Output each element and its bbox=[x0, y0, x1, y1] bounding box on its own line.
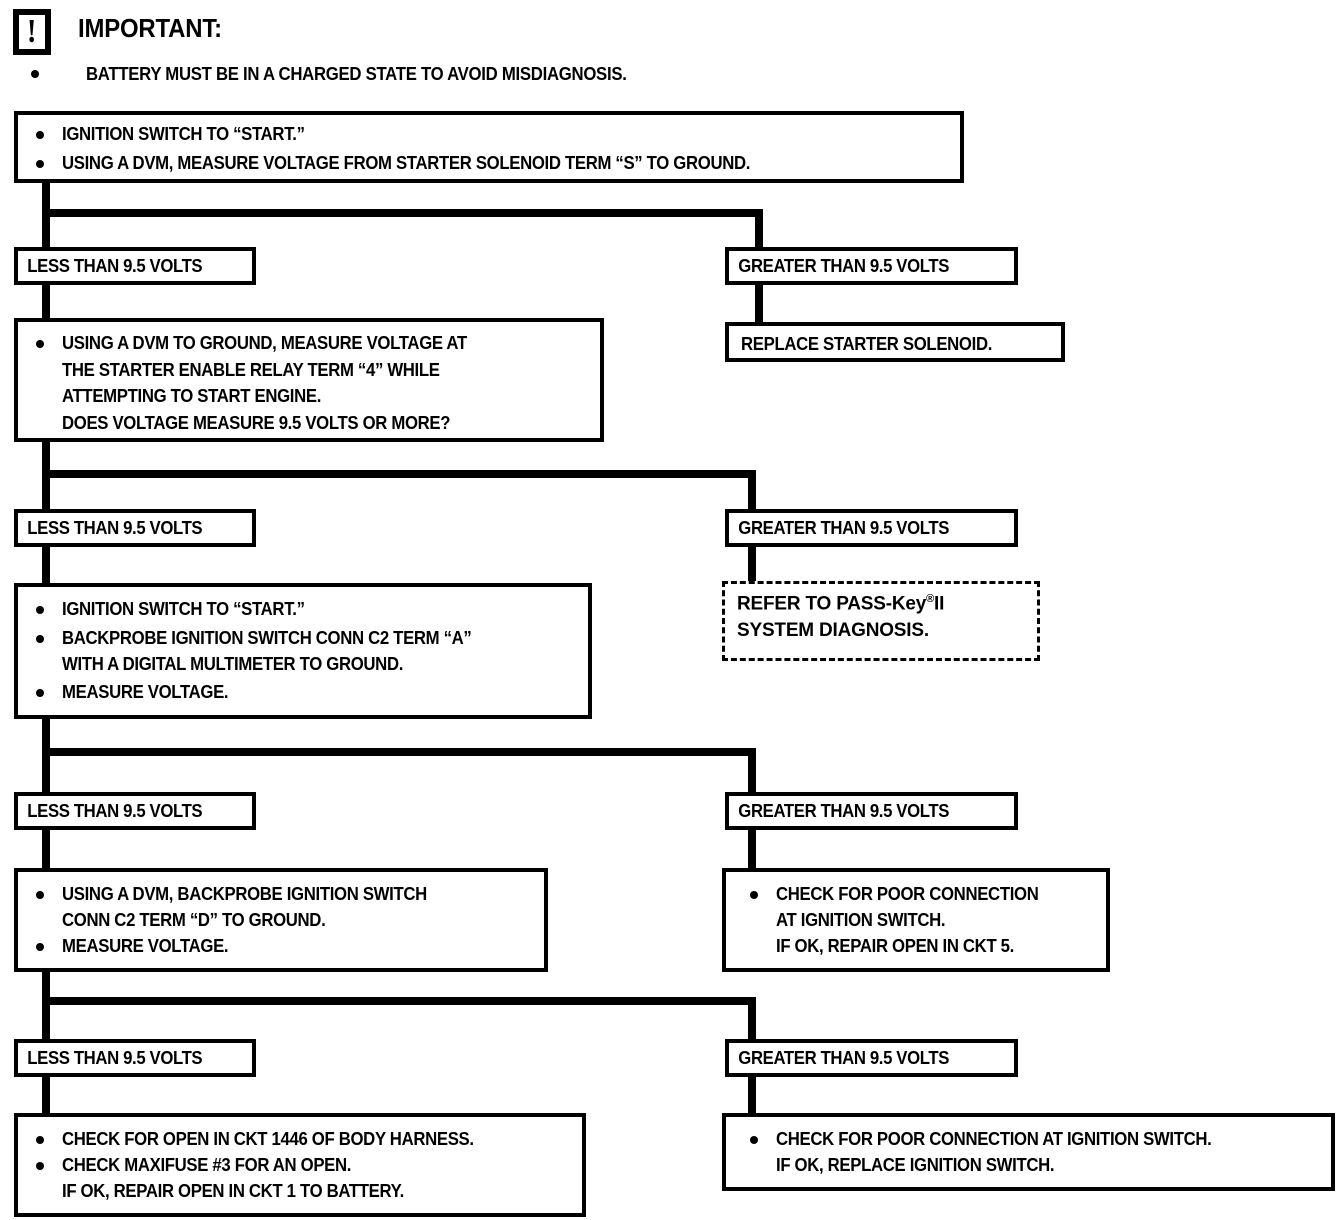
step4-line3: MEASURE VOLTAGE. bbox=[62, 936, 229, 956]
connector-vertical bbox=[42, 719, 50, 795]
decision4-less-than-box: LESS THAN 9.5 VOLTS bbox=[14, 1039, 256, 1077]
step3-line2: BACKPROBE IGNITION SWITCH CONN C2 TERM “… bbox=[62, 628, 472, 648]
step2-line4: DOES VOLTAGE MEASURE 9.5 VOLTS OR MORE? bbox=[62, 413, 451, 433]
step4-line1: USING A DVM, BACKPROBE IGNITION SWITCH bbox=[62, 884, 427, 904]
registered-icon: ® bbox=[926, 593, 935, 605]
decision2-less-than-box: LESS THAN 9.5 VOLTS bbox=[14, 509, 256, 547]
connector-vertical bbox=[748, 997, 756, 1044]
decision4-greater-than-label: GREATER THAN 9.5 VOLTS bbox=[738, 1047, 950, 1068]
bullet-icon bbox=[36, 340, 44, 348]
step3-line4: MEASURE VOLTAGE. bbox=[62, 682, 229, 702]
bullet-icon bbox=[36, 606, 44, 614]
bullet-icon bbox=[36, 131, 44, 139]
bullet-icon bbox=[36, 635, 44, 643]
connector-vertical bbox=[42, 547, 50, 585]
exclamation-glyph: ! bbox=[27, 13, 37, 50]
connector-vertical bbox=[748, 748, 756, 795]
bullet-icon bbox=[36, 1162, 44, 1170]
ckt1446-line1: CHECK FOR OPEN IN CKT 1446 OF BODY HARNE… bbox=[62, 1129, 474, 1149]
important-exclamation-icon: ! bbox=[13, 9, 51, 55]
decision3-less-than-box: LESS THAN 9.5 VOLTS bbox=[14, 792, 256, 830]
bullet-icon bbox=[750, 1136, 758, 1144]
step3-line3: WITH A DIGITAL MULTIMETER TO GROUND. bbox=[62, 654, 404, 674]
connector-horizontal bbox=[42, 997, 756, 1005]
connector-vertical bbox=[42, 1077, 50, 1115]
decision4-less-than-label: LESS THAN 9.5 VOLTS bbox=[27, 1047, 203, 1068]
replace-switch-line1: CHECK FOR POOR CONNECTION AT IGNITION SW… bbox=[776, 1129, 1212, 1149]
connector-vertical bbox=[42, 972, 50, 1044]
decision2-greater-than-label: GREATER THAN 9.5 VOLTS bbox=[738, 517, 950, 538]
ckt5-line1: CHECK FOR POOR CONNECTION bbox=[776, 884, 1039, 904]
bullet-icon bbox=[36, 1136, 44, 1144]
ckt5-line2: AT IGNITION SWITCH. bbox=[776, 910, 946, 930]
decision3-greater-than-box: GREATER THAN 9.5 VOLTS bbox=[725, 792, 1018, 830]
passkey-line1-post: II bbox=[934, 593, 945, 615]
replace-solenoid-line1: REPLACE STARTER SOLENOID. bbox=[741, 334, 993, 354]
bullet-icon bbox=[750, 891, 758, 899]
replace-switch-line2: IF OK, REPLACE IGNITION SWITCH. bbox=[776, 1155, 1055, 1175]
connector-vertical bbox=[755, 209, 763, 249]
decision1-greater-than-label: GREATER THAN 9.5 VOLTS bbox=[738, 255, 950, 276]
bullet-icon bbox=[31, 70, 39, 78]
decision1-less-than-label: LESS THAN 9.5 VOLTS bbox=[27, 255, 203, 276]
step2-line1: USING A DVM TO GROUND, MEASURE VOLTAGE A… bbox=[62, 333, 467, 353]
step4-line2: CONN C2 TERM “D” TO GROUND. bbox=[62, 910, 326, 930]
decision2-less-than-label: LESS THAN 9.5 VOLTS bbox=[27, 517, 203, 538]
ckt1446-line3: IF OK, REPAIR OPEN IN CKT 1 TO BATTERY. bbox=[62, 1181, 404, 1201]
step1-box: IGNITION SWITCH TO “START.” USING A DVM,… bbox=[14, 111, 964, 183]
replace-ignition-switch-box: CHECK FOR POOR CONNECTION AT IGNITION SW… bbox=[722, 1113, 1335, 1191]
bullet-icon bbox=[36, 160, 44, 168]
poor-connection-ckt5-box: CHECK FOR POOR CONNECTION AT IGNITION SW… bbox=[722, 868, 1110, 972]
step1-line1: IGNITION SWITCH TO “START.” bbox=[62, 124, 305, 144]
passkey-line1-pre: REFER TO PASS-Key bbox=[737, 593, 927, 615]
connector-vertical bbox=[755, 285, 763, 323]
passkey-line2: SYSTEM DIAGNOSIS. bbox=[737, 620, 929, 641]
ckt1446-line2: CHECK MAXIFUSE #3 FOR AN OPEN. bbox=[62, 1155, 352, 1175]
passkey-reference-box: REFER TO PASS-Key®II SYSTEM DIAGNOSIS. bbox=[722, 581, 1040, 661]
connector-vertical bbox=[42, 285, 50, 323]
open-ckt1446-box: CHECK FOR OPEN IN CKT 1446 OF BODY HARNE… bbox=[14, 1113, 586, 1217]
decision2-greater-than-box: GREATER THAN 9.5 VOLTS bbox=[725, 509, 1018, 547]
important-note-text: BATTERY MUST BE IN A CHARGED STATE TO AV… bbox=[86, 64, 627, 84]
bullet-icon bbox=[36, 689, 44, 697]
ckt5-line3: IF OK, REPAIR OPEN IN CKT 5. bbox=[776, 936, 1014, 956]
bullet-icon bbox=[36, 891, 44, 899]
decision3-greater-than-label: GREATER THAN 9.5 VOLTS bbox=[738, 800, 950, 821]
step2-line3: ATTEMPTING TO START ENGINE. bbox=[62, 386, 322, 406]
decision1-greater-than-box: GREATER THAN 9.5 VOLTS bbox=[725, 247, 1018, 285]
decision4-greater-than-box: GREATER THAN 9.5 VOLTS bbox=[725, 1039, 1018, 1077]
passkey-line1: REFER TO PASS-Key®II bbox=[737, 593, 944, 615]
step1-line2: USING A DVM, MEASURE VOLTAGE FROM STARTE… bbox=[62, 153, 751, 173]
step2-box: USING A DVM TO GROUND, MEASURE VOLTAGE A… bbox=[14, 318, 604, 442]
connector-vertical bbox=[42, 442, 50, 514]
decision1-less-than-box: LESS THAN 9.5 VOLTS bbox=[14, 247, 256, 285]
bullet-icon bbox=[36, 943, 44, 951]
step2-line2: THE STARTER ENABLE RELAY TERM “4” WHILE bbox=[62, 360, 440, 380]
step4-box: USING A DVM, BACKPROBE IGNITION SWITCH C… bbox=[14, 868, 548, 972]
important-title: IMPORTANT: bbox=[78, 13, 222, 43]
connector-vertical bbox=[748, 470, 756, 514]
decision3-less-than-label: LESS THAN 9.5 VOLTS bbox=[27, 800, 203, 821]
connector-vertical bbox=[42, 830, 50, 872]
step3-box: IGNITION SWITCH TO “START.” BACKPROBE IG… bbox=[14, 583, 592, 719]
step3-line1: IGNITION SWITCH TO “START.” bbox=[62, 599, 305, 619]
connector-vertical bbox=[748, 830, 756, 872]
connector-vertical bbox=[748, 547, 756, 585]
connector-vertical bbox=[748, 1077, 756, 1115]
connector-horizontal bbox=[42, 470, 756, 478]
connector-horizontal bbox=[42, 748, 756, 756]
replace-solenoid-box: REPLACE STARTER SOLENOID. bbox=[725, 322, 1065, 362]
connector-horizontal bbox=[42, 209, 763, 217]
